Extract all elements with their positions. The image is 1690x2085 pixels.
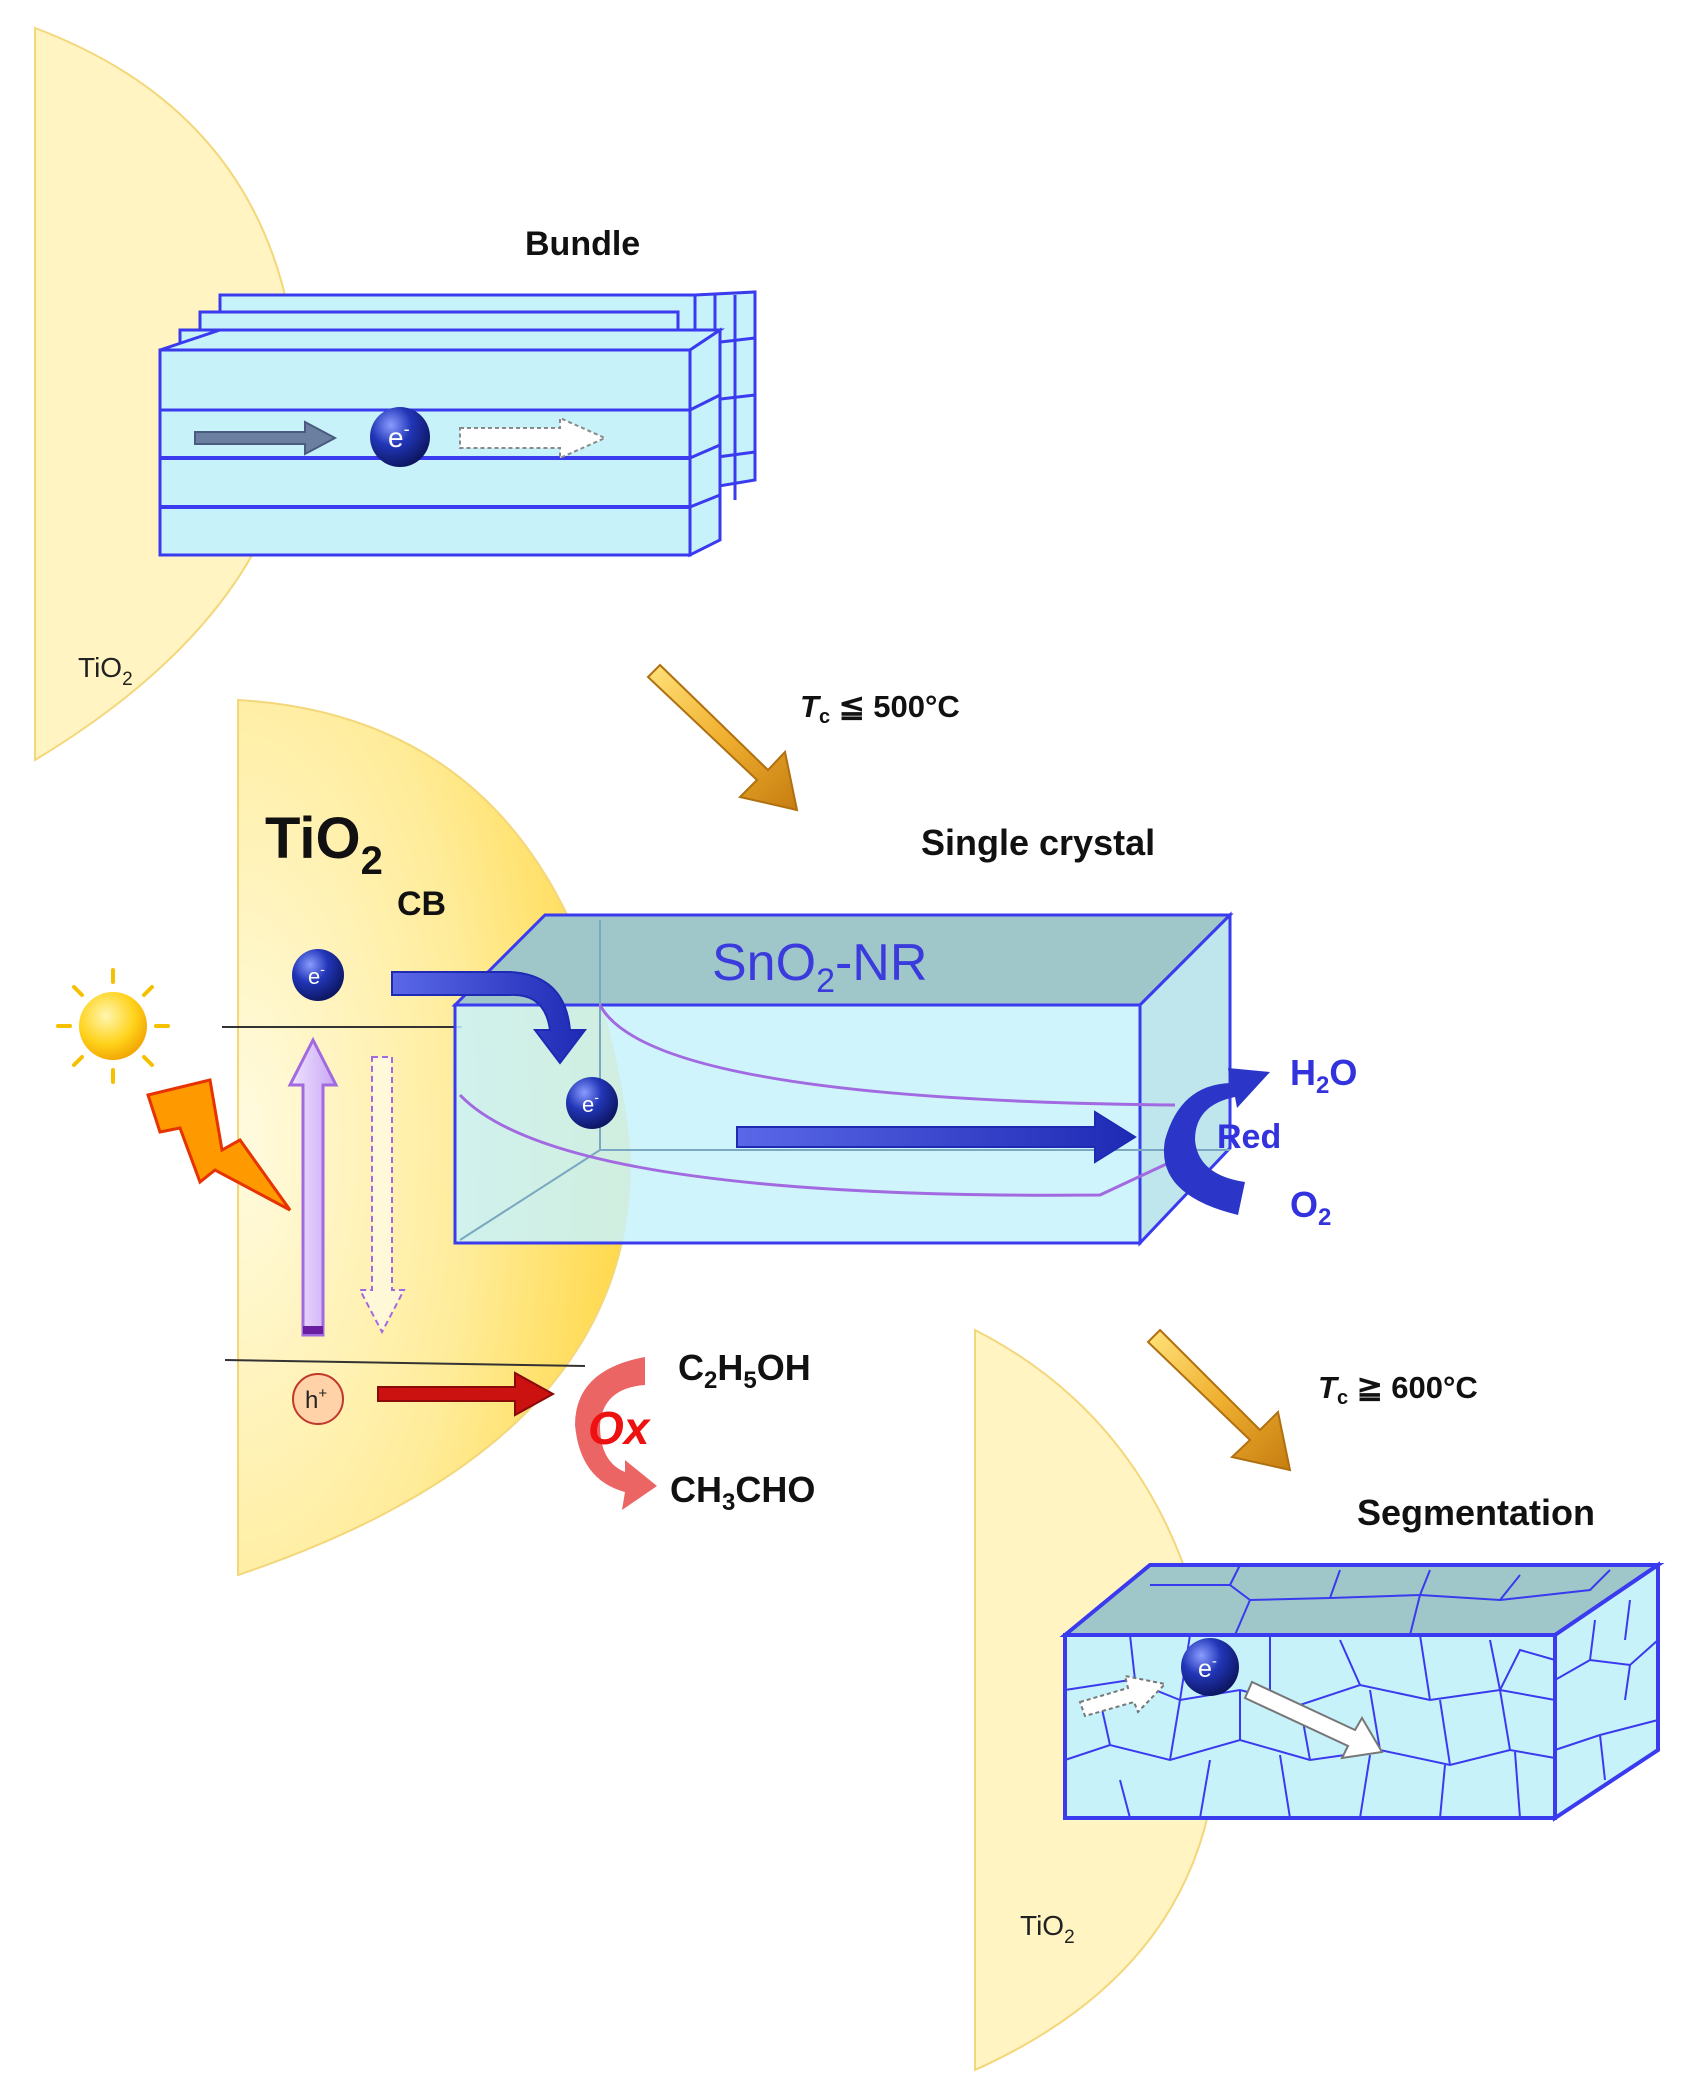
valence-band-line	[224, 1359, 586, 1367]
bundle-title: Bundle	[525, 225, 640, 263]
tio2-label-main: TiO2	[265, 806, 383, 883]
electron-cb: e-	[292, 949, 344, 1001]
acetaldehyde-label: CH3CHO	[670, 1469, 815, 1516]
ethanol-label: C2H5OH	[678, 1347, 811, 1394]
reduction-arrow	[1163, 1068, 1270, 1215]
red-label: Red	[1217, 1118, 1281, 1156]
bundle-blocked-arrow	[459, 416, 608, 460]
hole-vb: h+	[292, 1373, 344, 1425]
electron-injection-arrow	[391, 971, 588, 1065]
tc-high-label: Tc ≧ 600°C	[1318, 1370, 1478, 1409]
sno2-nr-label: SnO2-NR	[712, 934, 927, 1000]
oxidation-arrow	[575, 1357, 657, 1510]
tc-low-label: Tc ≦ 500°C	[800, 689, 960, 728]
cb-label: CB	[397, 885, 446, 923]
svg-text:e-: e-	[1198, 1653, 1217, 1683]
segmentation-title: Segmentation	[1357, 1492, 1595, 1533]
sno2-transport-arrow	[736, 1110, 1137, 1164]
nanorod-bundle	[158, 290, 757, 558]
excitation-arrow	[287, 1036, 339, 1337]
svg-text:e-: e-	[582, 1089, 599, 1117]
electron-segmented: e-	[1181, 1638, 1239, 1696]
ox-label: Ox	[588, 1402, 652, 1454]
segment-arrow-out	[1243, 1680, 1384, 1760]
svg-text:h+: h+	[305, 1385, 327, 1414]
process-arrow-low-temp	[646, 663, 799, 812]
lightning-icon	[146, 1078, 292, 1212]
electron-sno2: e-	[566, 1077, 618, 1129]
hole-transfer-arrow	[377, 1371, 556, 1417]
svg-text:e-: e-	[308, 961, 325, 989]
electron-bundle: e-	[370, 407, 430, 467]
sno2-nanorod	[451, 911, 1234, 1247]
segment-arrow-in	[1078, 1674, 1167, 1718]
bundle-transport-arrow	[194, 420, 338, 456]
tio2-label-top: TiO2	[78, 652, 133, 690]
tio2-label-bottom: TiO2	[1020, 1910, 1075, 1948]
recombination-arrow	[358, 1056, 406, 1335]
single-crystal-title: Single crystal	[921, 822, 1155, 863]
h2o-label: H2O	[1290, 1052, 1357, 1099]
svg-text:e-: e-	[388, 419, 410, 453]
o2-label: O2	[1290, 1184, 1331, 1231]
process-arrow-high-temp	[1146, 1328, 1292, 1472]
sun-icon	[56, 968, 170, 1084]
